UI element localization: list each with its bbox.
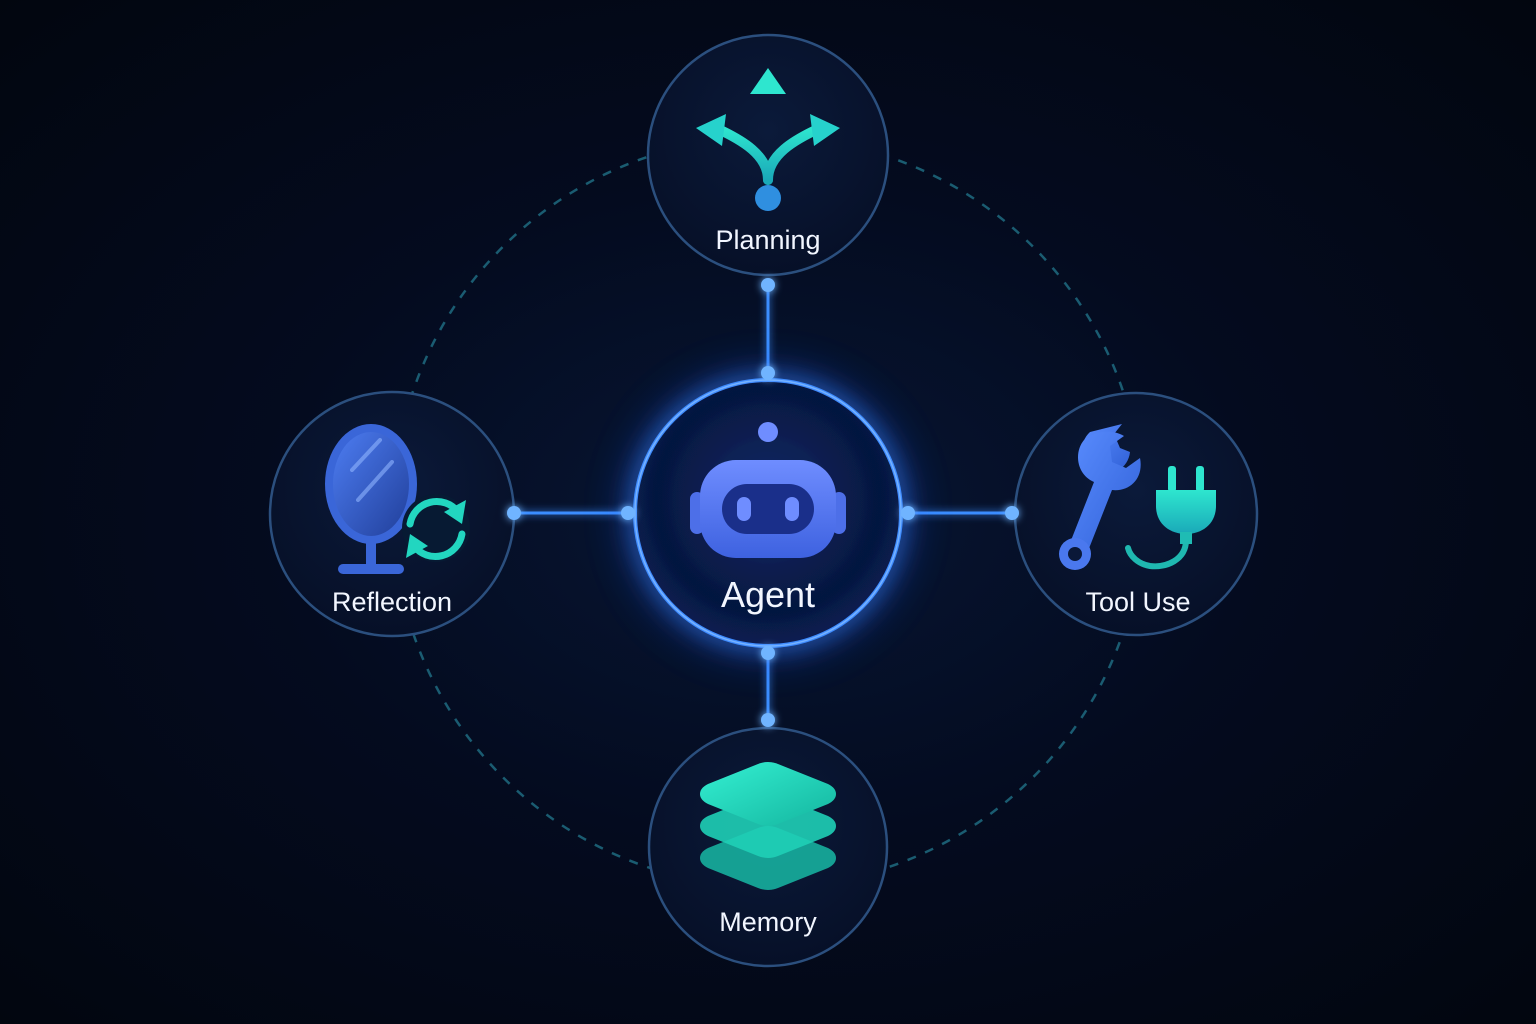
connectors <box>514 285 1012 720</box>
dot-memory-inner <box>761 646 775 660</box>
node-tool-use[interactable]: Tool Use <box>1013 391 1259 637</box>
robot-icon <box>690 422 846 558</box>
node-memory[interactable]: Memory <box>647 726 889 968</box>
dot-tool-use-inner <box>901 506 915 520</box>
center-node-agent[interactable]: Agent <box>633 378 903 648</box>
dot-reflection-outer <box>507 506 521 520</box>
layers-stack-icon <box>700 762 836 890</box>
tool-use-label: Tool Use <box>1085 587 1190 617</box>
dot-planning-outer <box>761 278 775 292</box>
wrench-plug-icon <box>1059 424 1216 570</box>
dot-tool-use-outer <box>1005 506 1019 520</box>
center-label: Agent <box>721 574 815 615</box>
dot-reflection-inner <box>621 506 635 520</box>
node-planning[interactable]: Planning <box>646 33 890 277</box>
memory-label: Memory <box>719 907 817 937</box>
planning-label: Planning <box>715 225 820 255</box>
branching-arrows-icon <box>696 68 840 211</box>
dot-planning-inner <box>761 366 775 380</box>
node-reflection[interactable]: Reflection <box>268 390 516 638</box>
dot-memory-outer <box>761 713 775 727</box>
mirror-cycle-icon <box>325 424 470 574</box>
reflection-label: Reflection <box>332 587 452 617</box>
connector-dots <box>507 278 1019 727</box>
